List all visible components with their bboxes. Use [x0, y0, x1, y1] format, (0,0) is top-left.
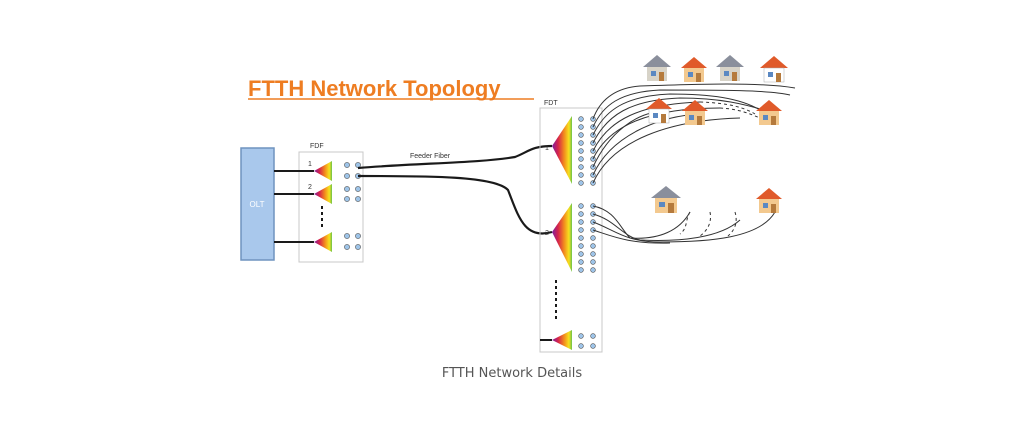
- drop-fibers-lower: [592, 205, 776, 244]
- house-icon: [682, 100, 708, 125]
- fdt-splitter-label-1: 1: [545, 145, 549, 152]
- fdt-ports: [578, 116, 596, 349]
- house-icon: [716, 55, 744, 81]
- fdf-ports: [344, 162, 361, 250]
- house-icon: [651, 186, 681, 213]
- fdf-splitter-label-2: 2: [308, 184, 312, 191]
- house-icon: [760, 56, 788, 83]
- fdf-label: FDF: [310, 143, 324, 150]
- house-icon: [681, 57, 707, 82]
- fdt-splitter-1: [552, 116, 572, 184]
- olt-label: OLT: [250, 200, 265, 209]
- feeder-fiber-1: [357, 144, 553, 170]
- drop-fibers-upper: [592, 83, 796, 184]
- figure-caption: FTTH Network Details: [441, 366, 583, 381]
- house-icon: [756, 188, 782, 213]
- fdf-splitter-3: [314, 232, 332, 252]
- fdt-splitter-3: [552, 330, 572, 350]
- fdf-splitter-2: [314, 184, 332, 204]
- house-icon: [646, 98, 672, 124]
- feeder-fiber-2: [357, 174, 553, 235]
- fdt-splitter-label-2: 2: [545, 230, 549, 237]
- fdt-splitter-2: [552, 203, 572, 272]
- house-icon: [756, 100, 782, 125]
- fdf-frame: [298, 151, 364, 263]
- fdt-label: FDT: [544, 100, 558, 107]
- feeder-fiber-label: Feeder Fiber: [410, 153, 451, 160]
- fdf-splitter-label-1: 1: [308, 161, 312, 168]
- olt-box: [240, 147, 275, 261]
- fdt-frame: [539, 107, 603, 353]
- fdf-splitter-1: [314, 161, 332, 181]
- diagram-title: FTTH Network Topology: [248, 76, 501, 101]
- house-icon: [643, 55, 671, 81]
